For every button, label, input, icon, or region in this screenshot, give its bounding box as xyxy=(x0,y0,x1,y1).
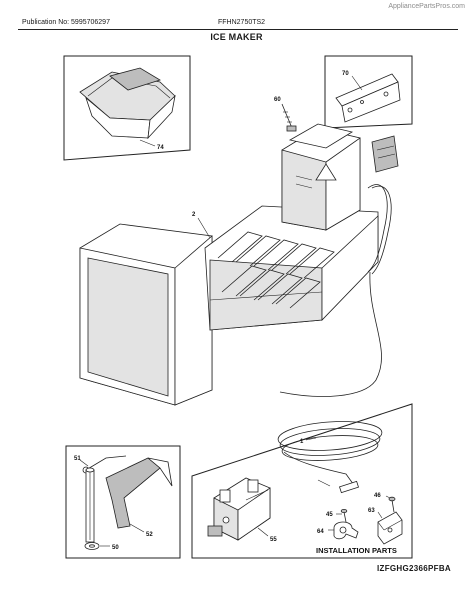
publication-number: Publication No: 5995706297 xyxy=(22,19,110,26)
part-63-bracket[interactable] xyxy=(377,511,403,545)
part-52-fill-tube[interactable] xyxy=(105,457,173,529)
callout-1: 1 xyxy=(300,439,304,445)
callout-52: 52 xyxy=(146,532,153,538)
callout-2: 2 xyxy=(192,212,196,218)
callout-51: 51 xyxy=(74,456,81,462)
part-1-water-line[interactable] xyxy=(277,418,383,494)
part-51-fill-tube-heater[interactable] xyxy=(82,455,127,543)
part-60-screw[interactable] xyxy=(281,103,297,132)
part-2-ice-maker-assembly[interactable] xyxy=(79,123,399,406)
callout-55: 55 xyxy=(270,537,277,543)
header-rule xyxy=(18,29,458,30)
callout-46: 46 xyxy=(374,493,381,499)
part-55-water-valve[interactable] xyxy=(207,477,271,541)
inset-bracket: 70 xyxy=(324,55,413,129)
callout-74: 74 xyxy=(157,145,164,151)
page-title: ICE MAKER xyxy=(210,32,263,42)
installation-parts-label: INSTALLATION PARTS xyxy=(316,546,397,555)
part-74-ice-bin[interactable] xyxy=(79,67,176,140)
callout-50: 50 xyxy=(112,545,119,551)
callout-60: 60 xyxy=(274,97,281,103)
callout-70: 70 xyxy=(342,71,349,77)
inset-installation-parts: 1 55 45 46 63 64 INSTALLATION PARTS xyxy=(191,403,413,559)
part-70-bracket[interactable] xyxy=(335,73,401,123)
part-46-screw[interactable] xyxy=(388,496,396,513)
inset-fill-tube: 51 52 50 xyxy=(65,445,181,559)
watermark: AppliancePartsPros.com xyxy=(388,3,465,10)
callout-64: 64 xyxy=(317,529,324,535)
model-number: FFHN2750TS2 xyxy=(218,19,266,26)
part-64-clamp[interactable] xyxy=(333,521,359,540)
part-50-grommet[interactable] xyxy=(84,542,100,550)
callout-45: 45 xyxy=(326,512,333,518)
inset-ice-bin: 74 xyxy=(63,55,191,161)
diagram-code: IZFGHG2366PFBA xyxy=(377,564,451,573)
callout-63: 63 xyxy=(368,508,375,514)
part-45-screw[interactable] xyxy=(340,508,348,523)
